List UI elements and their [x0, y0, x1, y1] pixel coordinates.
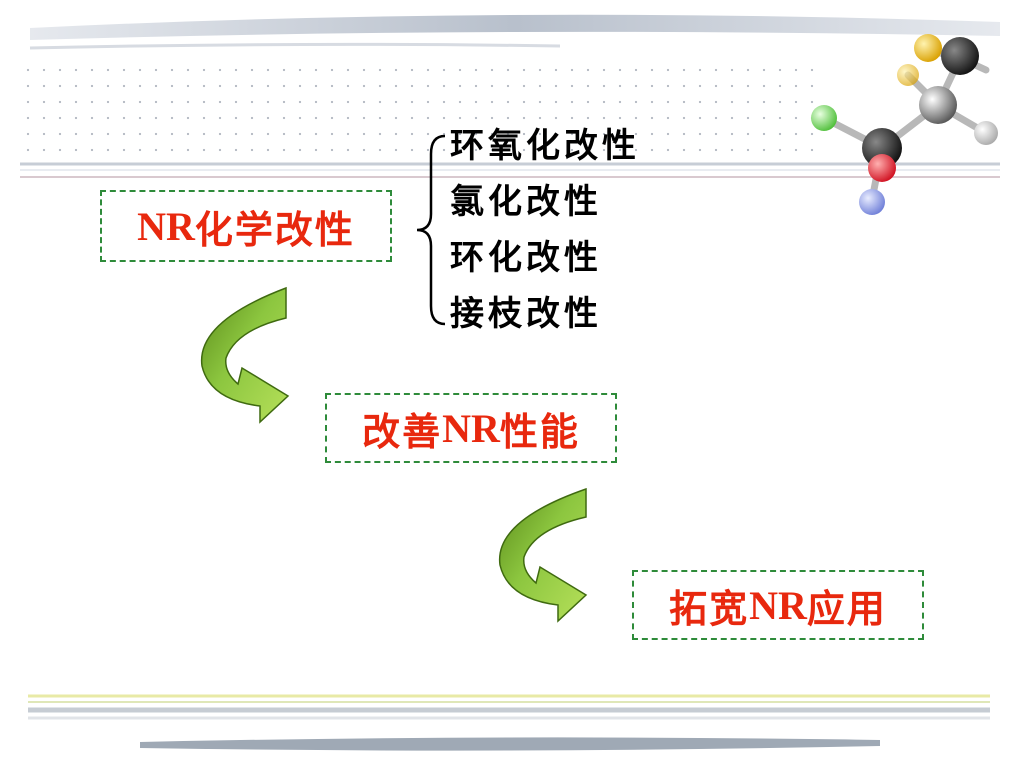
box-3-cjk-before: 拓宽: [669, 585, 750, 631]
box-3-latin: NR: [749, 582, 807, 628]
box-2-latin: NR: [442, 405, 500, 451]
left-brace: [416, 134, 446, 326]
modification-method-list: 环氧化改性 氯化改性 环化改性 接枝改性: [450, 118, 640, 342]
box-1-latin: NR: [137, 203, 195, 249]
top-decor-band: [29, 14, 1000, 50]
bottom-decor-lines: [28, 694, 990, 751]
method-epoxidation: 环氧化改性: [450, 126, 640, 166]
method-cyclization: 环化改性: [450, 238, 602, 278]
method-grafting: 接枝改性: [450, 294, 602, 334]
molecule-icon: [811, 34, 998, 215]
curved-arrow-1: [200, 286, 290, 424]
dot-grid-background: [20, 62, 820, 162]
box-3-cjk-after: 应用: [806, 585, 887, 631]
curved-arrow-2: [498, 487, 588, 623]
top-divider-lines: [20, 162, 1000, 178]
box-1-cjk: 化学改性: [194, 206, 355, 252]
box-2-cjk-before: 改善: [362, 408, 443, 454]
box-2-cjk-after: 性能: [499, 408, 580, 454]
method-chlorination: 氯化改性: [450, 182, 602, 222]
